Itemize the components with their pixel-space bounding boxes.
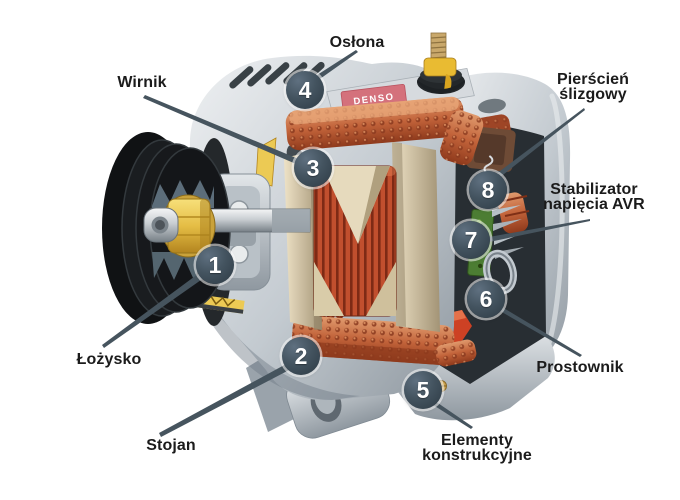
leader-line-lozysko (102, 268, 211, 348)
callout-number-6: 6 (479, 285, 493, 312)
label-wirnik: Wirnik (117, 74, 167, 91)
leader-line-prostownik (500, 307, 582, 357)
label-oslona: Osłona (329, 34, 385, 51)
rear-ring (483, 249, 517, 295)
stator-coil-end-right (440, 110, 484, 166)
leader-line-pierscien (496, 108, 585, 178)
label-elementy-konstrukcyjne: Elementy konstrukcyjne (422, 432, 532, 464)
callout-badge-8: 8 (469, 171, 507, 209)
leader-line-oslona (314, 50, 358, 81)
label-stojan: Stojan (146, 437, 196, 454)
label-pierscien-slizgowy: Pierścień ślizgowy (556, 71, 630, 103)
callout-number-1: 1 (208, 251, 222, 278)
shaft-nut (143, 194, 216, 258)
callout-badge-4: 4 (286, 71, 324, 109)
callout-number-4: 4 (298, 76, 312, 103)
callout-badge-5: 5 (404, 371, 442, 409)
label-stabilizator-avr: Stabilizator napięcia AVR (543, 181, 645, 213)
label-prostownik: Prostownik (536, 359, 624, 376)
label-lozysko: Łożysko (76, 351, 142, 368)
callout-number-7: 7 (464, 226, 478, 253)
rotor-coil (313, 165, 397, 317)
terminal-bolt (417, 32, 465, 94)
callout-badge-1: 1 (196, 246, 234, 284)
callout-number-2: 2 (294, 342, 308, 369)
stator-coil-end-bottom-right (435, 339, 477, 367)
leader-line-stabilizator (489, 219, 590, 242)
callout-badge-6: 6 (467, 280, 505, 318)
callout-badge-2: 2 (282, 337, 320, 375)
callout-badge-7: 7 (452, 221, 490, 259)
leader-line-elementy (430, 399, 473, 429)
callout-number-5: 5 (416, 376, 430, 403)
stator-winding-top (285, 96, 465, 151)
leader-line-wirnik (143, 95, 301, 164)
callout-badge-3: 3 (294, 149, 332, 187)
leader-line-stojan (159, 363, 293, 437)
callout-number-3: 3 (306, 154, 320, 181)
callout-number-8: 8 (481, 176, 495, 203)
